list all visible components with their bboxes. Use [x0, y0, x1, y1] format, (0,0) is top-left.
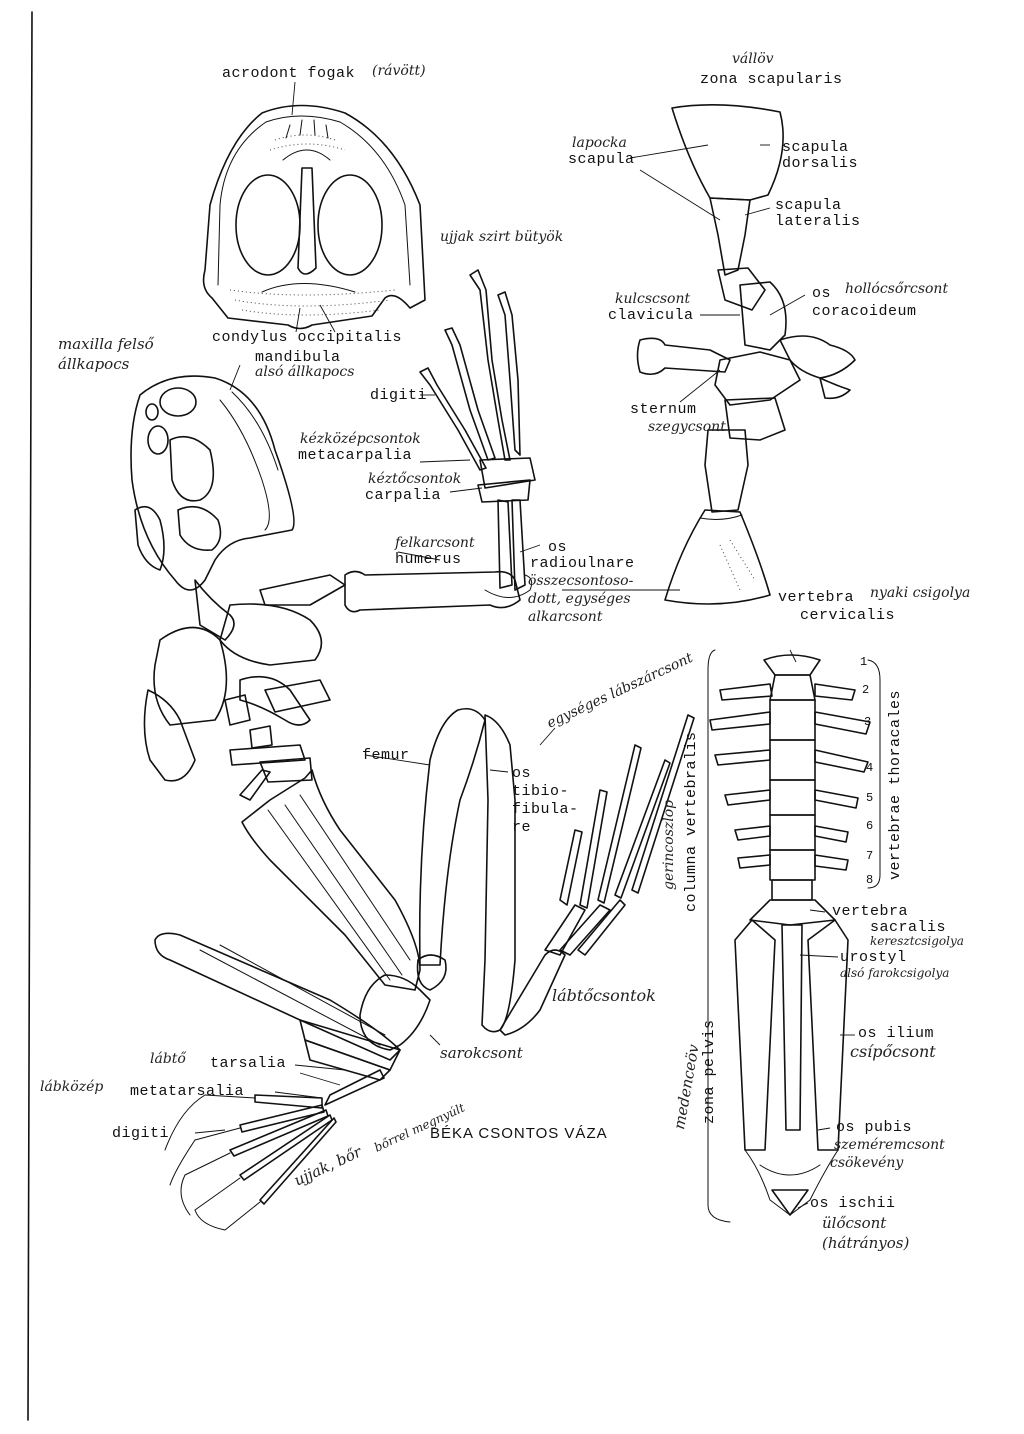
label-scapula-lateralis-2: lateralis — [775, 213, 861, 230]
label-ischii: os ischii — [810, 1195, 896, 1212]
label-vnum-8: 8 — [866, 873, 874, 887]
label-vallov-hw: vállöv — [732, 51, 774, 67]
label-zona-pelvis: zona pelvis — [701, 1019, 718, 1124]
label-humerus: humerus — [395, 551, 462, 568]
label-vnum-2: 2 — [862, 683, 870, 697]
shoulder-girdle — [636, 104, 856, 605]
label-vnum-3: 3 — [864, 715, 872, 729]
label-ischii-hw1: ülőcsont — [822, 1214, 887, 1232]
label-urostyl: urostyl — [840, 949, 907, 966]
label-sacralis-hw: keresztcsigolya — [870, 934, 964, 948]
label-mandibula-hw: alsó állkapocs — [255, 364, 355, 380]
label-carpalia: carpalia — [365, 487, 442, 504]
label-tibio-3: fibula- — [512, 801, 579, 818]
label-sternum: sternum — [630, 401, 697, 418]
label-pubis-hw2: csökevény — [830, 1155, 904, 1171]
label-digiti-foot: digiti — [112, 1125, 170, 1142]
thoracales-brace — [867, 659, 881, 889]
label-tibio-1: os — [512, 765, 532, 782]
label-gerinc-hw: gerincoszlop — [661, 799, 677, 890]
label-metacarpalia: metacarpalia — [298, 447, 413, 464]
label-tibio-2: tibio- — [512, 783, 570, 800]
label-labtocsont-hw: lábtőcsontok — [552, 986, 656, 1005]
label-scapula-lateralis-1: scapula — [775, 197, 842, 214]
label-scapula-dorsalis-2: dorsalis — [782, 155, 859, 172]
label-radioulnare-hw2: dott, egységes — [528, 591, 631, 607]
label-ilium: os ilium — [858, 1025, 935, 1042]
label-metacarpalia-hw: kézközépcsontok — [300, 431, 421, 447]
label-coracoid-hw: hollócsőrcsont — [845, 281, 949, 297]
label-maxilla-hw: maxilla felső állkapocs — [58, 335, 154, 373]
label-tarsalia: tarsalia — [210, 1055, 287, 1072]
label-zona-scapularis: zona scapularis — [700, 71, 843, 88]
label-sacralis-1: vertebra — [832, 903, 909, 920]
label-pubis-hw1: szeméremcsont — [834, 1137, 945, 1153]
label-metatarsalia: metatarsalia — [130, 1083, 245, 1100]
label-femur: femur — [362, 747, 410, 764]
label-pubis: os pubis — [836, 1119, 913, 1136]
label-vnum-4: 4 — [866, 761, 874, 775]
label-acrodont: acrodont fogak — [222, 65, 356, 82]
columna-brace — [707, 649, 731, 1223]
vertebral-column — [709, 654, 871, 926]
skull-dorsal — [202, 104, 426, 330]
label-mandibula: mandibula — [255, 349, 341, 366]
label-vnum-7: 7 — [866, 849, 874, 863]
label-condylus: condylus occipitalis — [212, 329, 403, 346]
label-radioulnare-hw3: alkarcsont — [528, 609, 603, 625]
hindlimb — [154, 707, 695, 1231]
label-radioulnare-2: radioulnare — [530, 555, 635, 572]
frog-skeleton-body — [130, 375, 521, 801]
label-radioulnare-hw1: összecsontoso- — [528, 573, 634, 589]
label-vnum-5: 5 — [866, 791, 874, 805]
scan-border-line — [27, 11, 33, 1421]
diagram-title: BÉKA CSONTOS VÁZA — [430, 1125, 608, 1142]
label-ilium-hw: csípőcsont — [850, 1042, 936, 1061]
label-urostyl-hw: alsó farokcsigolya — [840, 966, 950, 980]
label-humerus-hw: felkarcsont — [395, 535, 475, 551]
label-tibio-4: re — [512, 819, 532, 836]
label-columna: columna vertebralis — [683, 731, 700, 912]
label-kulcscsont-hw: kulcscsont — [615, 291, 691, 307]
label-thoracales: vertebrae thoracales — [887, 689, 904, 880]
label-lapocka-hw: lapocka — [572, 135, 627, 151]
label-coracoideum: coracoideum — [812, 303, 917, 320]
pelvis — [734, 919, 849, 1216]
label-scapula-dorsalis-1: scapula — [782, 139, 849, 156]
label-sarok-hw: sarokcsont — [440, 1044, 523, 1062]
label-clavicula: clavicula — [608, 307, 694, 324]
label-digiti-hw: ujjak szirt bütyök — [440, 229, 564, 245]
label-scapula: scapula — [568, 151, 635, 168]
label-sacralis-2: sacralis — [870, 919, 947, 936]
label-radioulnare-1: os — [548, 539, 568, 556]
label-coracoid-1: os — [812, 285, 832, 302]
label-tarsalia-hw: lábtő — [150, 1051, 186, 1067]
label-ischii-hw2: (hátrányos) — [822, 1234, 910, 1252]
label-cervicalis-hw: nyaki csigolya — [870, 585, 971, 601]
label-sternum-hw: szegycsont — [648, 419, 726, 435]
label-digiti-hand: digiti — [370, 387, 428, 404]
forelimb-hand — [419, 269, 536, 598]
label-acrodont-hw: (rávött) — [372, 63, 426, 79]
label-metatarsalia-hw: lábközép — [40, 1079, 104, 1095]
label-cervicalis-2: cervicalis — [800, 607, 896, 624]
label-vnum-6: 6 — [866, 819, 874, 833]
label-vnum-1: 1 — [860, 655, 868, 669]
label-cervicalis-1: vertebra — [778, 589, 855, 606]
label-carpalia-hw: kéztőcsontok — [368, 471, 462, 487]
